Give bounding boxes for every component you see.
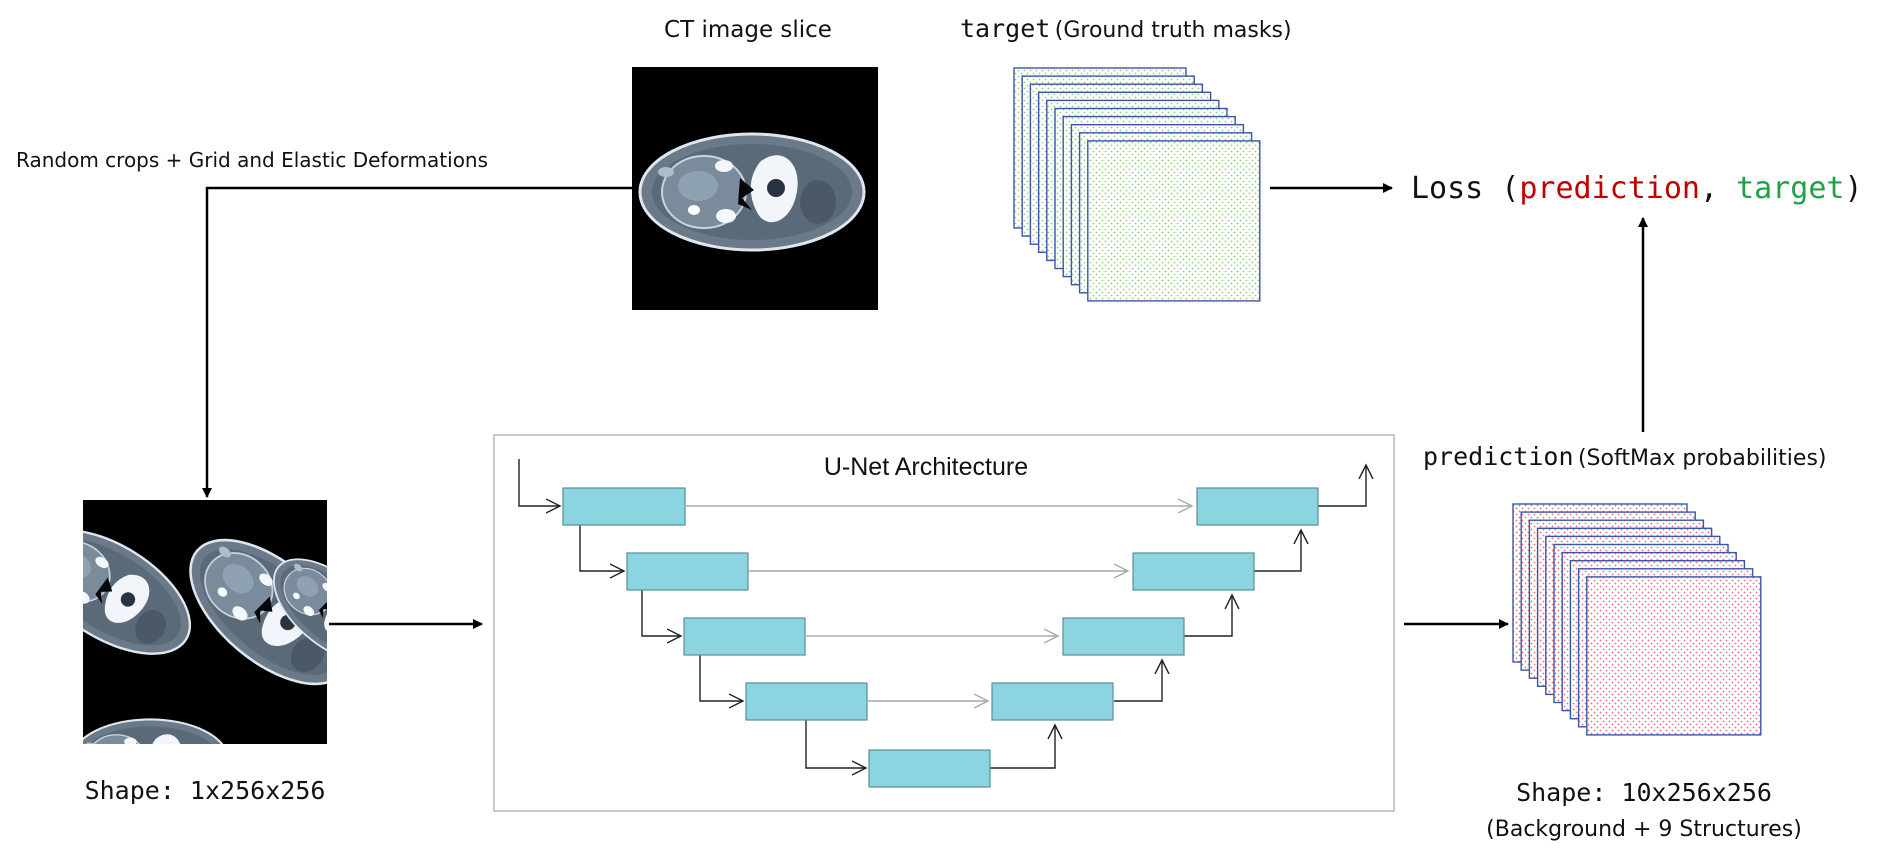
prediction-classes-label: (Background + 9 Structures) [1486, 817, 1802, 842]
decoder-block-2 [1132, 552, 1255, 591]
decoder-block-4 [991, 682, 1114, 721]
loss-prefix: Loss ( [1411, 171, 1519, 206]
unet-connectors [518, 459, 1366, 768]
ct-slice-title: CT image slice [664, 17, 832, 43]
encoder-block-2 [626, 552, 749, 591]
loss-suffix: ) [1845, 171, 1863, 206]
prediction-mask-stack [1512, 503, 1762, 736]
input-shape-label: Shape: 1x256x256 [85, 776, 326, 805]
prediction-mask-sheet-10 [1586, 576, 1762, 736]
prediction-label: prediction (SoftMax probabilities) [1423, 442, 1827, 471]
unet-title: U-Net Architecture [824, 453, 1028, 481]
augmented-crop-image [83, 500, 327, 744]
decoder-block-1 [1196, 487, 1319, 526]
augmentation-label: Random crops + Grid and Elastic Deformat… [16, 148, 488, 172]
loss-arg-target: target [1736, 171, 1844, 206]
target-mask-sheet-10 [1087, 140, 1261, 302]
prediction-shape-label: Shape: 10x256x256 [1516, 778, 1772, 807]
encoder-block-1 [562, 487, 686, 526]
target-label: target (Ground truth masks) [960, 14, 1292, 43]
prediction-description: (SoftMax probabilities) [1578, 446, 1827, 471]
target-description: (Ground truth masks) [1055, 18, 1292, 43]
loss-separator: , [1700, 171, 1736, 206]
encoder-block-3 [683, 617, 806, 656]
unet-panel: U-Net Architecture [493, 434, 1395, 812]
unet-skip-connections [686, 506, 1192, 701]
encoder-block-4 [745, 682, 868, 721]
ct-slice-image [632, 67, 878, 310]
decoder-block-3 [1062, 617, 1185, 656]
loss-expression: Loss (prediction, target) [1411, 171, 1863, 206]
augmentation-connector [202, 186, 632, 498]
unet-blocks [562, 487, 1319, 788]
target-mask-stack [1013, 67, 1261, 302]
prediction-code: prediction [1423, 442, 1574, 471]
bottleneck-block [868, 749, 991, 788]
loss-arg-prediction: prediction [1519, 171, 1700, 206]
target-code: target [960, 14, 1050, 43]
